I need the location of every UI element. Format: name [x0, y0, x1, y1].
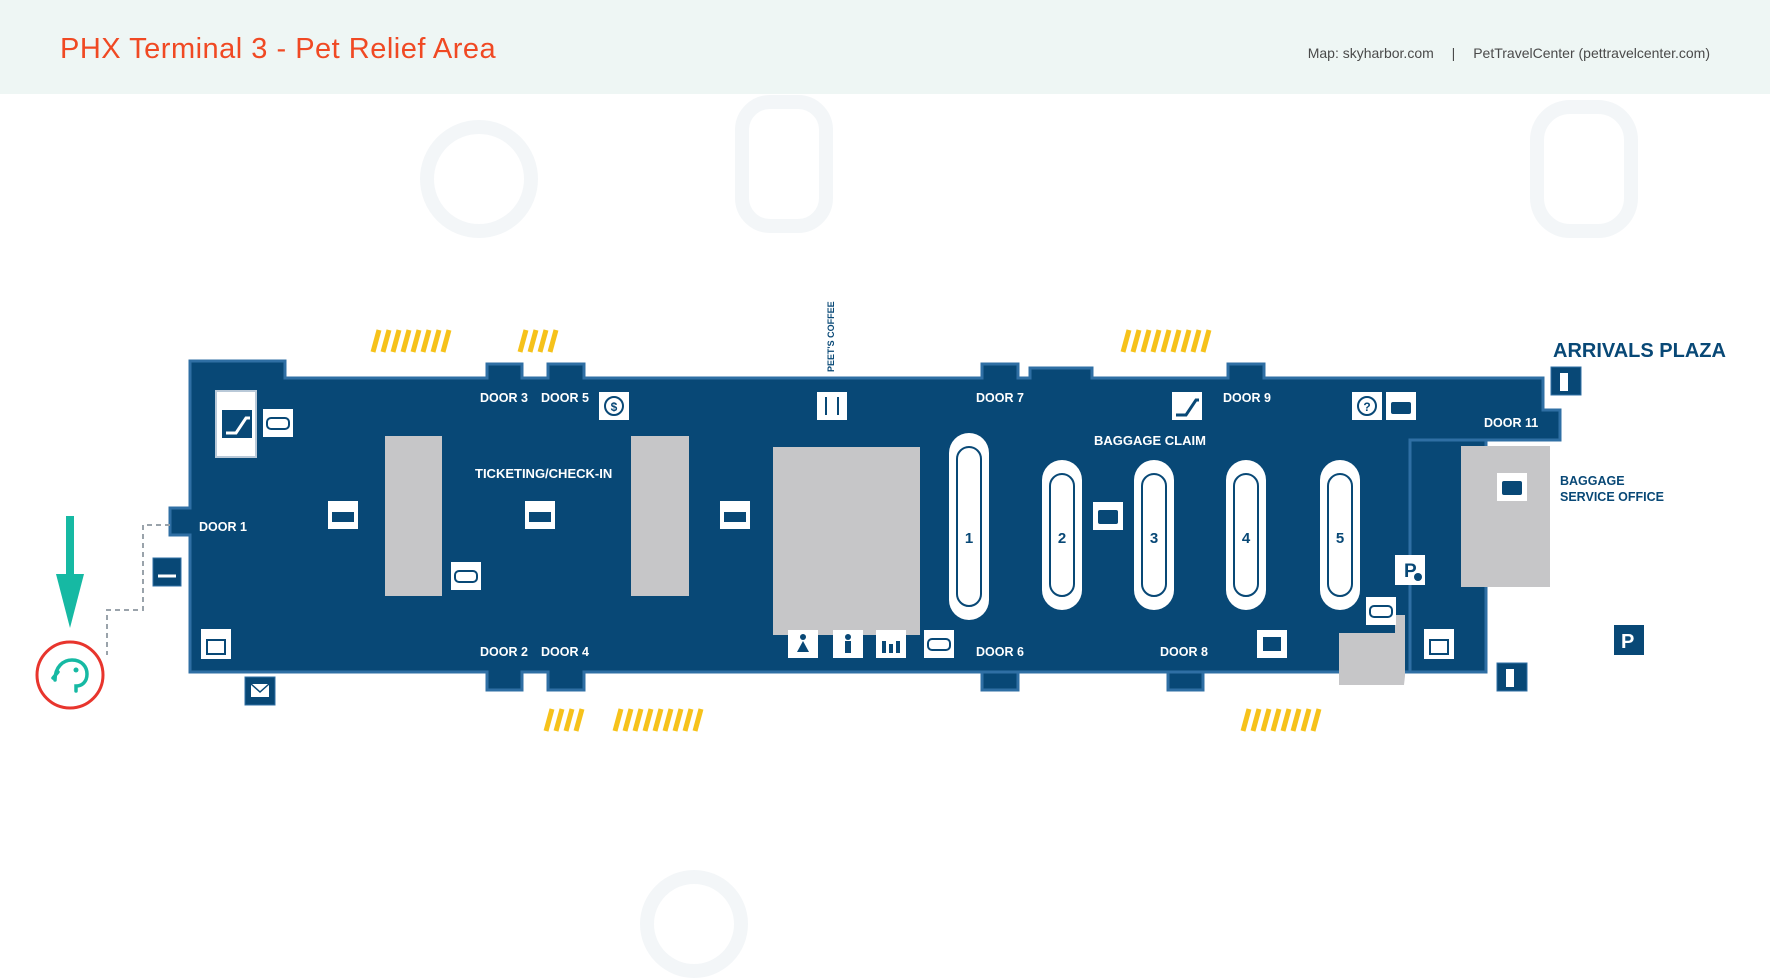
- svg-text:?: ?: [1363, 400, 1370, 414]
- restaurant-icon[interactable]: [817, 392, 847, 420]
- door-6-label: DOOR 6: [976, 645, 1024, 659]
- pet-relief-icon[interactable]: [35, 640, 105, 710]
- ground-transportation-icon[interactable]: [1550, 366, 1582, 396]
- arrivals-plaza-label: ARRIVALS PLAZA: [1553, 340, 1726, 362]
- door-1-label: DOOR 1: [199, 520, 247, 534]
- carousel-1[interactable]: [949, 433, 989, 620]
- parking-letter: P: [1621, 631, 1634, 653]
- credit-source[interactable]: PetTravelCenter (pettravelcenter.com): [1473, 45, 1710, 61]
- ticket-counter-icon[interactable]: [328, 501, 358, 529]
- escalator-down-icon[interactable]: [1172, 392, 1202, 420]
- crosswalk-top-3: [1120, 329, 1212, 353]
- carousel-1-number: 1: [965, 530, 973, 547]
- crosswalk-top-2: [517, 329, 559, 353]
- ticket-counter-2: [631, 436, 689, 596]
- elevator-icon[interactable]: [1424, 629, 1454, 659]
- door-5-label: DOOR 5: [541, 391, 589, 405]
- door-8-label: DOOR 8: [1160, 645, 1208, 659]
- crosswalk-bottom-1: [543, 708, 585, 732]
- luggage-icon[interactable]: [1497, 473, 1527, 501]
- baggage-claim-label: BAGGAGE CLAIM: [1094, 433, 1206, 448]
- credit-separator: |: [1451, 45, 1456, 61]
- page-title: PHX Terminal 3 - Pet Relief Area: [60, 33, 497, 65]
- mask-icon[interactable]: [263, 409, 293, 437]
- carousel-5[interactable]: [1320, 460, 1360, 610]
- carousel-3-number: 3: [1150, 530, 1158, 547]
- mask-icon[interactable]: [451, 562, 481, 590]
- family-restroom-icon[interactable]: [876, 630, 906, 658]
- telephone-icon[interactable]: [1386, 392, 1416, 420]
- information-icon[interactable]: ?: [1352, 392, 1382, 420]
- door-3-label: DOOR 3: [480, 391, 528, 405]
- crosswalk-bottom-3: [1240, 708, 1322, 732]
- carousel-2-number: 2: [1058, 530, 1066, 547]
- mail-icon[interactable]: [244, 676, 276, 706]
- carousel-5-number: 5: [1336, 530, 1344, 547]
- ticket-counter-1: [385, 436, 442, 596]
- door-9-label: DOOR 9: [1223, 391, 1271, 405]
- direction-arrow-icon: [56, 516, 84, 628]
- baggage-service-label-2: SERVICE OFFICE: [1560, 490, 1664, 504]
- crosswalk-bottom-2: [612, 708, 704, 732]
- baggage-service-label-1: BAGGAGE: [1560, 474, 1625, 488]
- rental-car-icon[interactable]: [1257, 630, 1287, 658]
- restroom-men-icon[interactable]: [833, 630, 863, 658]
- baggage-service-office: [1461, 446, 1550, 587]
- svg-text:$: $: [611, 400, 618, 414]
- carousel-3[interactable]: [1134, 460, 1174, 610]
- mask-icon[interactable]: [924, 630, 954, 658]
- header-bar: PHX Terminal 3 - Pet Relief Area Map: sk…: [0, 0, 1770, 94]
- luggage-icon[interactable]: [1093, 502, 1123, 530]
- parking-icon[interactable]: P: [1614, 625, 1644, 655]
- door-7-label: DOOR 7: [976, 391, 1024, 405]
- carousel-4-number: 4: [1242, 530, 1251, 547]
- ground-transportation-icon[interactable]: [1496, 662, 1528, 692]
- ticket-counter-icon[interactable]: [720, 501, 750, 529]
- watermark-3: [1530, 100, 1638, 238]
- payment-parking-icon[interactable]: P: [1395, 555, 1425, 585]
- smoking-area-icon[interactable]: [152, 557, 182, 587]
- service-block: [1339, 615, 1405, 685]
- escalator-icon[interactable]: [222, 410, 252, 438]
- watermark-2: [735, 95, 833, 233]
- crosswalk-top-1: [370, 329, 452, 353]
- central-block: [773, 447, 920, 635]
- pet-relief-path: [106, 524, 170, 655]
- coffee-label: PEET'S COFFEE: [826, 301, 836, 372]
- elevator-icon[interactable]: [201, 629, 231, 659]
- door-11-label: DOOR 11: [1484, 416, 1538, 430]
- ticketing-label: TICKETING/CHECK-IN: [475, 466, 612, 481]
- credit-map[interactable]: Map: skyharbor.com: [1307, 45, 1434, 61]
- credits: Map: skyharbor.com | PetTravelCenter (pe…: [1308, 45, 1710, 61]
- ticket-counter-icon[interactable]: [525, 501, 555, 529]
- carousel-2[interactable]: [1042, 460, 1082, 610]
- door-4-label: DOOR 4: [541, 645, 589, 659]
- carousel-4[interactable]: [1226, 460, 1266, 610]
- mask-icon[interactable]: [1366, 597, 1396, 625]
- restroom-women-icon[interactable]: [788, 630, 818, 658]
- payment-parking-letter: P: [1404, 561, 1417, 582]
- door-2-label: DOOR 2: [480, 645, 528, 659]
- currency-exchange-icon[interactable]: $: [599, 392, 629, 420]
